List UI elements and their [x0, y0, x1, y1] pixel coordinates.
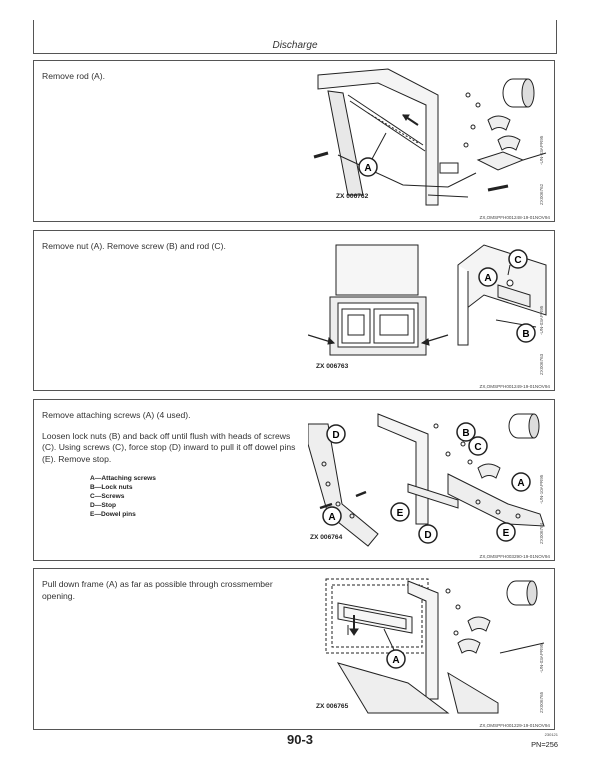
callout-a: A — [322, 506, 342, 526]
svg-text:A: A — [517, 478, 524, 489]
step-panel-3: Remove attaching screws (A) (4 used). Lo… — [33, 399, 555, 561]
callout-e: E — [496, 522, 516, 542]
illustration: A ZX 006762 -UN-03APR95 ZX006762 — [308, 65, 548, 215]
frame-pull-illustration: A — [325, 578, 545, 714]
side-code: ZX006762 — [539, 183, 544, 205]
step-text: Remove nut (A). Remove screw (B) and rod… — [42, 241, 226, 251]
callout-d: D — [418, 524, 438, 544]
step-panel-1: Remove rod (A). — [33, 60, 555, 222]
svg-text:E: E — [397, 508, 404, 519]
step-instructions: Remove nut (A). Remove screw (B) and rod… — [42, 241, 302, 262]
legend-item: A—Attaching screws — [90, 475, 156, 482]
side-code: ZX006763 — [539, 353, 544, 375]
callout-a: A — [511, 472, 531, 492]
figure-label: ZX 006763 — [316, 363, 349, 370]
legend: A—Attaching screws B—Lock nuts C—Screws … — [90, 474, 302, 519]
callout-a: A — [358, 132, 387, 177]
svg-text:B: B — [462, 428, 469, 439]
step-text: Remove attaching screws (A) (4 used). — [42, 410, 191, 420]
side-code: -UN-03APR95 — [539, 305, 544, 335]
step-text: Remove rod (A). — [42, 71, 106, 81]
section-title: Discharge — [272, 40, 318, 51]
illustration: D B C A E — [308, 404, 548, 554]
side-code: ZX006765 — [539, 691, 544, 713]
legend-item: D—Stop — [90, 502, 117, 509]
nut-screw-rod-illustration: C A B — [308, 244, 547, 356]
callout-b: C — [508, 249, 528, 269]
legend-item: B—Lock nuts — [90, 484, 133, 491]
side-code: -UN-03APR95 — [539, 643, 544, 673]
step-instructions: Remove attaching screws (A) (4 used). Lo… — [42, 410, 302, 519]
side-code: ZX006764 — [539, 522, 544, 544]
page-header: Discharge — [33, 20, 557, 54]
step-instructions: Remove rod (A). — [42, 71, 302, 92]
svg-text:A: A — [364, 163, 371, 174]
svg-text:A: A — [484, 273, 491, 284]
callout-a: A — [383, 628, 406, 669]
svg-text:D: D — [332, 430, 339, 441]
svg-text:C: C — [514, 255, 521, 266]
page-number: 90-3 — [286, 732, 314, 747]
figure-label: ZX 006764 — [310, 534, 343, 541]
figure-label: ZX 006762 — [336, 193, 369, 200]
rod-removal-illustration: A — [313, 68, 547, 206]
legend-item: C—Screws — [90, 493, 125, 500]
step-panel-4: Pull down frame (A) as far as possible t… — [33, 568, 555, 730]
step-panel-2: Remove nut (A). Remove screw (B) and rod… — [33, 230, 555, 391]
svg-text:C: C — [474, 442, 481, 453]
print-code: 230121 — [544, 732, 558, 737]
svg-text:A: A — [392, 655, 399, 666]
reference-code: ZX,OMSPFH001248-19-01NOV94 — [479, 215, 550, 220]
legend-item: E—Dowel pins — [90, 511, 136, 518]
side-code: -UN-10APR95 — [539, 474, 544, 504]
reference-code: ZX,OMSPFH001249-19-01NOV94 — [479, 384, 550, 389]
step-text: Loosen lock nuts (B) and back off until … — [42, 430, 296, 464]
illustration: A ZX 006765 -UN-03APR95 ZX006765 — [308, 573, 548, 723]
callout-d: D — [326, 424, 346, 444]
illustration: C A B ZX 006763 -UN-03APR95 ZX006763 — [308, 235, 548, 385]
side-code: -UN-03APR95 — [539, 135, 544, 165]
part-number: PN=256 — [531, 740, 558, 749]
svg-text:E: E — [503, 528, 510, 539]
svg-text:B: B — [522, 329, 529, 340]
figure-label: ZX 006765 — [316, 703, 349, 710]
callout-c: B — [516, 323, 536, 343]
callout-a: A — [478, 267, 498, 287]
stop-removal-illustration: D B C A E — [308, 413, 545, 547]
reference-code: ZX,OMSPFH003290-19-01NOV94 — [479, 554, 550, 559]
callout-c: C — [468, 436, 488, 456]
callout-b: B — [456, 422, 476, 442]
reference-code: ZX,OMSPFH001229-19-01NOV94 — [479, 723, 550, 728]
svg-text:A: A — [328, 512, 335, 523]
step-text: Pull down frame (A) as far as possible t… — [42, 579, 273, 601]
step-instructions: Pull down frame (A) as far as possible t… — [42, 579, 302, 611]
callout-e: E — [390, 502, 410, 522]
svg-text:D: D — [424, 530, 431, 541]
